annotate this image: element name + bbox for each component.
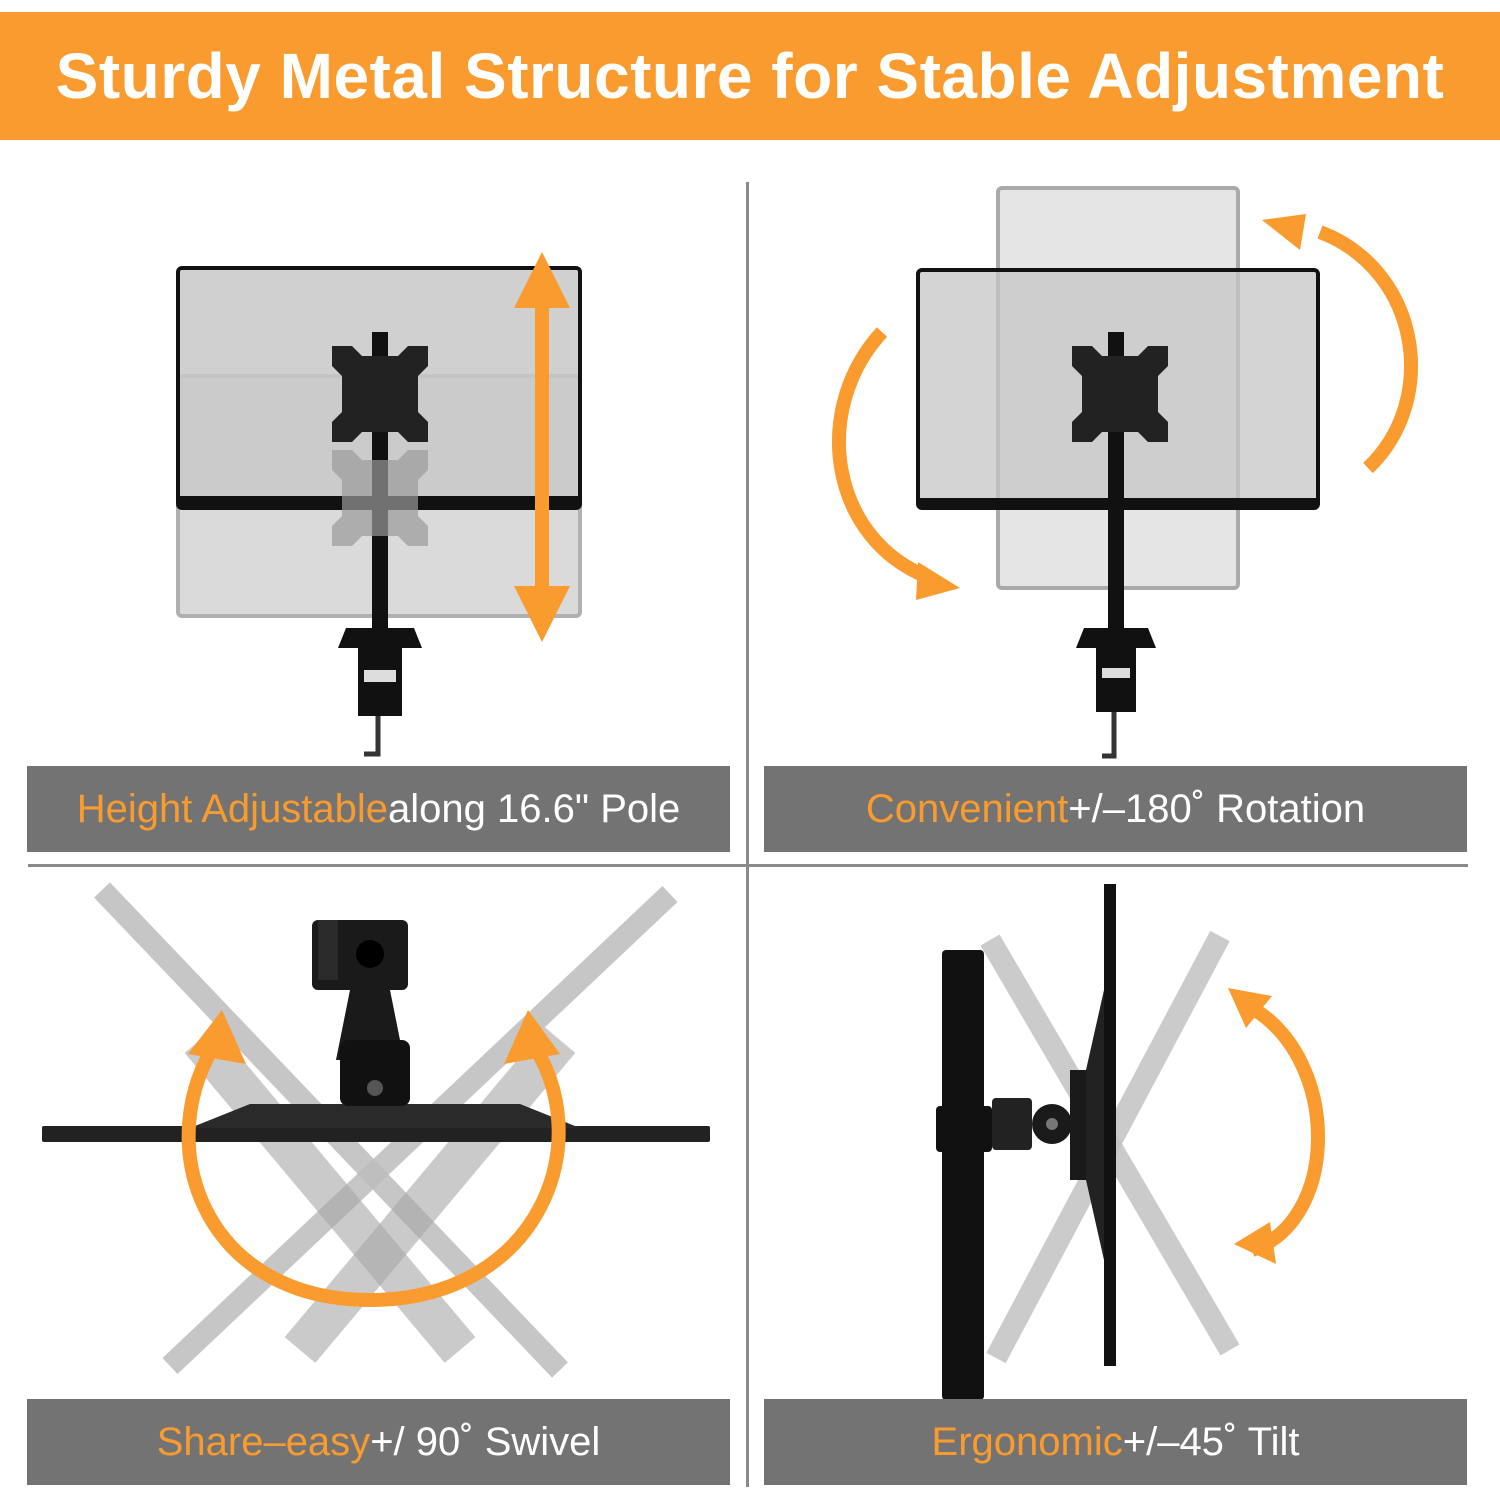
header-banner: Sturdy Metal Structure for Stable Adjust… (0, 12, 1500, 140)
vertical-divider (746, 182, 749, 1487)
caption-swivel: Share–easy +/ 90˚ Swivel (27, 1399, 730, 1485)
caption-swivel-highlight: Share–easy (156, 1419, 371, 1464)
swivel-arrow (181, 1035, 566, 1308)
caption-height: Height Adjustable along 16.6" Pole (27, 766, 730, 852)
monitor-side (1104, 884, 1116, 1366)
caption-rotation-highlight: Convenient (865, 786, 1069, 831)
rotation-arrow-right (1317, 225, 1418, 474)
caption-height-text: along 16.6" Pole (388, 786, 681, 831)
rotation-arrow-left (832, 327, 933, 585)
caption-tilt-highlight: Ergonomic (931, 1419, 1123, 1464)
caption-swivel-text: +/ 90˚ Swivel (370, 1419, 601, 1464)
caption-height-highlight: Height Adjustable (76, 786, 389, 831)
tilt-illustration (936, 884, 1325, 1400)
page-title: Sturdy Metal Structure for Stable Adjust… (55, 40, 1445, 112)
tilt-arrow (1248, 1001, 1325, 1257)
horizontal-divider (28, 864, 1468, 867)
caption-rotation: Convenient +/–180˚ Rotation (764, 766, 1467, 852)
caption-tilt: Ergonomic +/–45˚ Tilt (764, 1399, 1467, 1485)
caption-tilt-text: +/–45˚ Tilt (1122, 1419, 1300, 1464)
monitor-topdown (42, 1126, 710, 1142)
swivel-illustration (42, 882, 710, 1378)
rotation-illustration (832, 186, 1418, 759)
height-adjust-illustration (176, 252, 582, 757)
caption-rotation-text: +/–180˚ Rotation (1068, 786, 1366, 831)
pole (942, 950, 984, 1400)
